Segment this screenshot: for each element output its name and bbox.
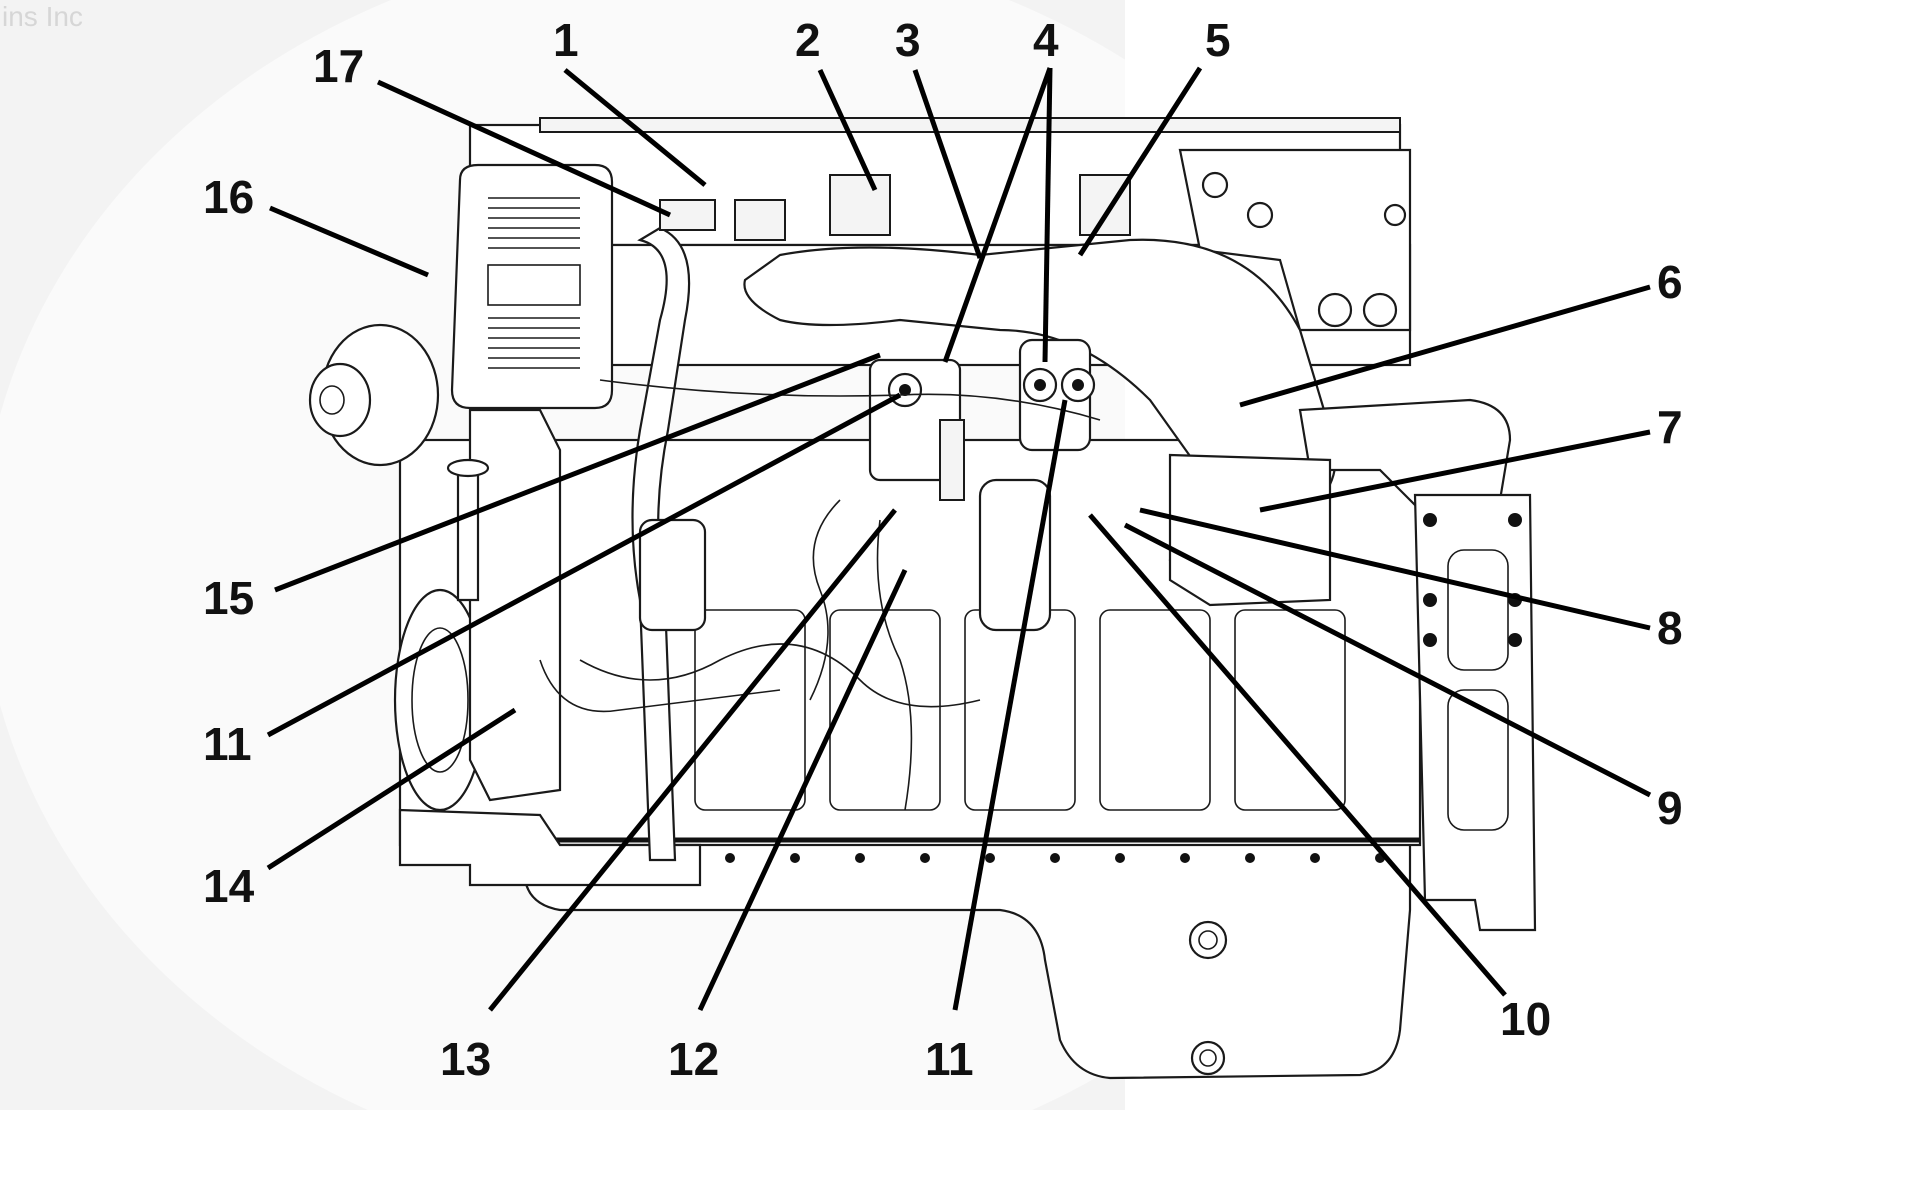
leader-8 [1139,507,1651,631]
coolant-tube [631,226,691,862]
callout-5: 5 [1205,14,1231,66]
fuel-sensor [939,419,965,501]
block-ribs [694,609,1346,811]
callout-8: 8 [1657,602,1683,654]
callout-2: 2 [795,14,821,66]
callout-leaders [266,66,1652,1012]
callout-16: 16 [203,171,254,223]
leader-4b [1042,67,1053,363]
leader-13 [488,508,897,1012]
wiring-connector [734,199,786,241]
ecm-fins [487,197,581,369]
head-connector [829,174,891,236]
callout-14: 14 [203,860,255,912]
callout-9: 9 [1657,782,1683,834]
bracket-bolt-icon [1201,171,1229,199]
callout-labels: 1 2 3 4 5 6 7 8 9 10 11 11 12 13 14 15 1… [203,14,1683,1085]
callout-7: 7 [1657,401,1683,453]
callout-10: 10 [1500,993,1551,1045]
bracket-bolt-icon [1383,203,1407,227]
leader-9 [1123,522,1652,798]
oil-pan-plug-icon [1188,920,1228,960]
leader-3 [912,69,983,259]
air-outlet-tube [1298,398,1512,512]
leader-1 [563,68,707,187]
leader-15 [274,352,881,593]
leader-5 [1077,66,1203,257]
leader-6 [1239,284,1651,408]
watermark-text: ins Inc [2,1,83,32]
bracket-bolt-icon [1246,201,1274,229]
leader-16 [269,205,429,278]
leader-4a [942,67,1053,363]
leader-7 [1259,429,1651,513]
rear-head-sensor [1079,174,1131,236]
oil-fill-tube [456,468,480,602]
leader-17 [376,79,672,218]
callout-17: 17 [313,40,364,92]
exhaust-shroud [1168,453,1332,607]
wiring-harness [539,379,1101,811]
leader-2 [817,68,878,192]
fuel-filter-head [638,518,707,632]
callout-3: 3 [895,14,921,66]
callout-1: 1 [553,14,579,66]
leader-11a [266,392,902,738]
oil-pan [523,838,1412,1080]
flywheel-housing [1413,493,1537,932]
callout-15: 15 [203,572,254,624]
callout-11-bottom: 11 [925,1033,974,1085]
callout-4: 4 [1033,14,1059,66]
drain-plug-icon [1190,1040,1226,1076]
leader-11b [952,399,1068,1011]
callout-12: 12 [668,1033,719,1085]
callout-11-left: 11 [203,718,252,770]
front-foot [398,808,702,887]
ecm-module [450,163,614,410]
leader-12 [697,568,908,1012]
callout-13: 13 [440,1033,491,1085]
callout-6: 6 [1657,256,1683,308]
leader-14 [266,707,517,871]
leader-10 [1088,513,1507,997]
engine-drawing [308,117,1537,1080]
